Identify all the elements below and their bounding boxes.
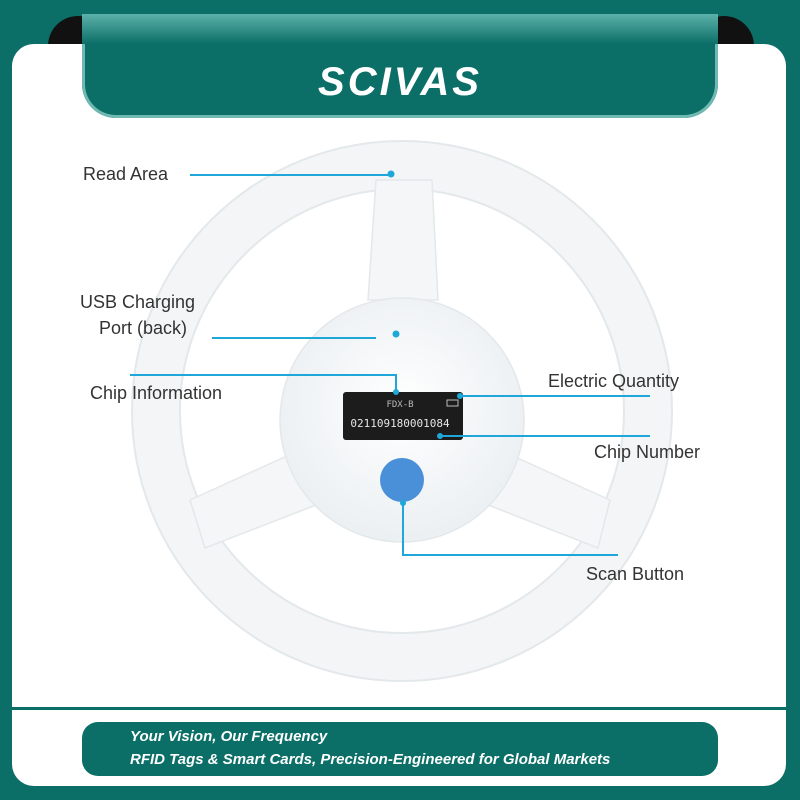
header-banner: SCIVAS xyxy=(82,14,718,118)
callout-dot-usb xyxy=(392,330,400,338)
label-scan-button: Scan Button xyxy=(586,564,685,584)
screen-chip-number-text: 021109180001084 xyxy=(350,417,450,430)
footer-tagline: Your Vision, Our Frequency xyxy=(130,728,328,745)
label-chip-information: Chip Information xyxy=(90,383,223,403)
callout-dot-read-area xyxy=(387,170,395,178)
device-screen xyxy=(343,392,463,440)
scan-button xyxy=(380,458,424,502)
footer-banner: Your Vision, Our Frequency RFID Tags & S… xyxy=(82,722,718,776)
reader-ring xyxy=(132,141,672,681)
footer-divider xyxy=(12,707,786,710)
label-read-area: Read Area xyxy=(83,164,169,184)
screen-protocol-text: FDX-B xyxy=(386,400,413,410)
label-electric-quantity: Electric Quantity xyxy=(548,371,680,391)
callout-dot-chip-number xyxy=(437,433,443,439)
callout-dot-electric xyxy=(457,393,463,399)
reader-ring-edge-outer xyxy=(131,140,673,682)
brand-logo: SCIVAS xyxy=(318,60,482,104)
label-usb-line2: Port (back) xyxy=(99,318,188,338)
callout-line-chip-info xyxy=(130,374,397,392)
callout-line-scan xyxy=(402,503,618,556)
label-chip-number: Chip Number xyxy=(594,442,701,462)
footer-description: RFID Tags & Smart Cards, Precision-Engin… xyxy=(130,751,611,768)
spoke-top xyxy=(367,179,439,301)
label-usb-line1: USB Charging xyxy=(80,292,196,312)
battery-icon xyxy=(446,399,459,407)
callout-dot-chip-info xyxy=(393,389,399,395)
callout-dot-scan xyxy=(400,500,406,506)
